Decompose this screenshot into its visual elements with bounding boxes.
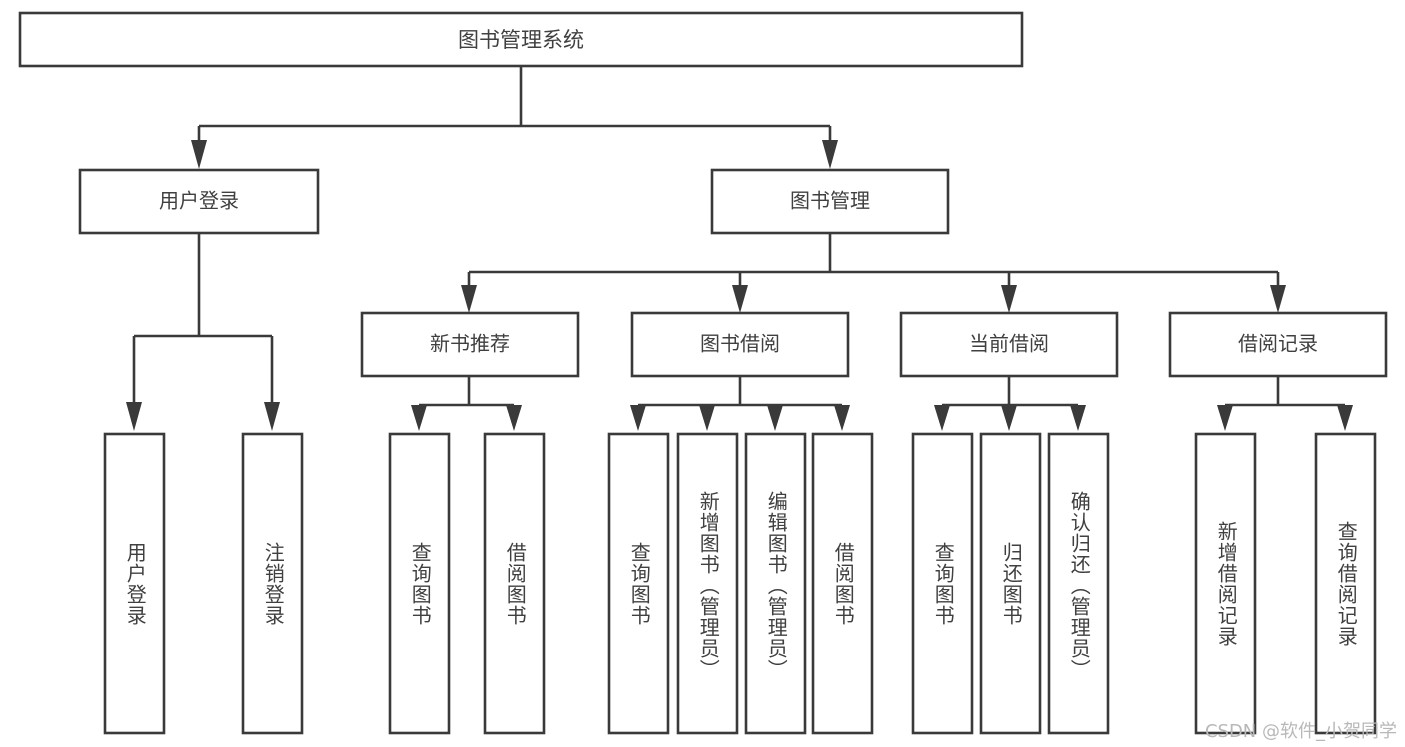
node-root-book-management-system[interactable]: 图书管理系统 xyxy=(18,11,1024,68)
leaf-box-return-books[interactable] xyxy=(979,432,1042,735)
node-user-login-label: 用户登录 xyxy=(159,189,239,213)
leaf-box-borrow-books[interactable] xyxy=(811,432,874,735)
arrow-level2-current-borrow xyxy=(1001,285,1017,313)
node-book-borrow-box[interactable] xyxy=(630,311,850,378)
node-user-login-box[interactable] xyxy=(78,168,320,235)
arrow-currentborrow-leaf-3 xyxy=(1070,405,1086,431)
node-book-borrow-label: 图书借阅 xyxy=(700,332,780,356)
arrow-currentborrow-leaf-1 xyxy=(934,405,950,431)
arrow-currentborrow-leaf-2 xyxy=(1001,405,1017,431)
arrow-level2-new-books xyxy=(461,285,477,313)
leaf-box-user-login[interactable] xyxy=(103,432,166,735)
arrow-newbooks-leaf-1 xyxy=(411,405,427,431)
node-current-borrow[interactable]: 当前借阅 xyxy=(899,311,1119,378)
node-user-login[interactable]: 用户登录 xyxy=(78,168,320,235)
node-new-book-recommend-box[interactable] xyxy=(360,311,580,378)
node-current-borrow-box[interactable] xyxy=(899,311,1119,378)
arrow-newbooks-leaf-2 xyxy=(506,405,522,431)
node-root-box[interactable] xyxy=(18,11,1024,68)
node-book-borrow[interactable]: 图书借阅 xyxy=(630,311,850,378)
arrow-userlogin-leaf-1 xyxy=(126,402,142,431)
leaf-box-borrow-books-newbook[interactable] xyxy=(483,432,546,735)
arrow-borrowbooks-leaf-1 xyxy=(630,405,646,431)
csdn-watermark: CSDN @软件_小贺同学 xyxy=(1204,721,1397,742)
arrow-root-to-book-manage xyxy=(822,140,838,169)
node-current-borrow-label: 当前借阅 xyxy=(969,332,1049,356)
arrow-borrowbooks-leaf-3 xyxy=(767,405,783,431)
node-new-book-recommend-label: 新书推荐 xyxy=(430,332,510,356)
node-borrow-records-box[interactable] xyxy=(1168,311,1388,378)
arrow-borrowbooks-leaf-2 xyxy=(699,405,715,431)
leaf-box-query-books-newbook[interactable] xyxy=(388,432,451,735)
node-new-book-recommend[interactable]: 新书推荐 xyxy=(360,311,580,378)
arrow-borrowbooks-leaf-4 xyxy=(834,405,850,431)
arrow-level2-borrow-records xyxy=(1270,285,1286,313)
arrow-level2-borrow-books xyxy=(732,285,748,313)
arrow-userlogin-leaf-2 xyxy=(264,402,280,431)
node-borrow-records-label: 借阅记录 xyxy=(1238,332,1318,356)
node-borrow-records[interactable]: 借阅记录 xyxy=(1168,311,1388,378)
leaf-box-edit-book-admin[interactable] xyxy=(744,432,807,735)
node-book-management-box[interactable] xyxy=(710,168,950,235)
leaf-box-confirm-return-admin[interactable] xyxy=(1047,432,1110,735)
leaf-box-query-borrow-record[interactable] xyxy=(1314,432,1377,735)
leaf-box-add-book-admin[interactable] xyxy=(676,432,739,735)
leaf-box-query-books-borrow[interactable] xyxy=(607,432,670,735)
leaf-box-add-borrow-record[interactable] xyxy=(1194,432,1257,735)
node-book-management[interactable]: 图书管理 xyxy=(710,168,950,235)
leaf-box-query-books-current[interactable] xyxy=(911,432,974,735)
arrow-borrowrecords-leaf-2 xyxy=(1337,405,1353,431)
arrow-root-to-user-login xyxy=(191,140,207,169)
connector-group xyxy=(126,66,1353,431)
leaf-box-logout[interactable] xyxy=(241,432,304,735)
arrow-borrowrecords-leaf-1 xyxy=(1217,405,1233,431)
node-book-management-label: 图书管理 xyxy=(790,189,870,213)
node-root-label: 图书管理系统 xyxy=(458,28,584,52)
